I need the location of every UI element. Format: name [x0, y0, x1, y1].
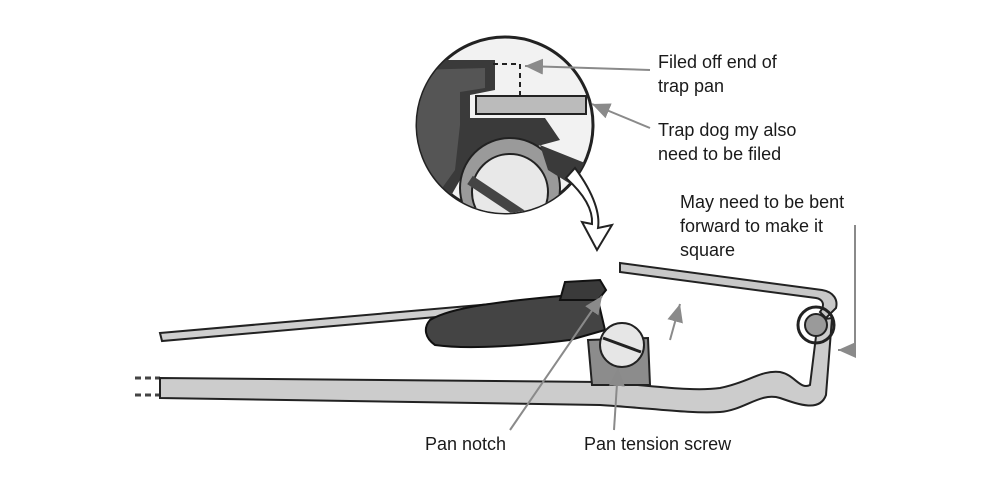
label-filed-off-end: Filed off end of trap pan: [658, 50, 777, 98]
label-pan-notch: Pan notch: [425, 434, 507, 454]
label-bent-forward-line1: May need to be bent: [680, 192, 845, 212]
pointer-tension-screw: [608, 367, 625, 431]
pointer-trap-dog: [591, 103, 651, 129]
label-filed-off-end-line2: trap pan: [658, 76, 725, 96]
lift-arrow-icon: [667, 303, 683, 341]
trap-base: [135, 261, 838, 414]
label-filed-off-end-line1: Filed off end of: [658, 52, 777, 72]
pointer-filed-off: [524, 58, 651, 75]
pointer-bend: [838, 225, 856, 358]
curved-arrow-icon: [564, 166, 615, 253]
label-trap-dog: Trap dog my also need to be filed: [658, 118, 796, 166]
label-trap-dog-line1: Trap dog my also: [658, 120, 797, 140]
label-bent-forward-line3: square: [680, 240, 736, 260]
label-bent-forward-line2: forward to make it: [680, 216, 824, 236]
label-bent-forward: May need to be bent forward to make it s…: [680, 190, 844, 262]
pointer-pan-notch: [509, 295, 603, 431]
label-pan-tension-screw: Pan tension screw: [584, 434, 732, 454]
magnified-detail: [415, 35, 595, 215]
label-trap-dog-line2: need to be filed: [658, 144, 782, 164]
